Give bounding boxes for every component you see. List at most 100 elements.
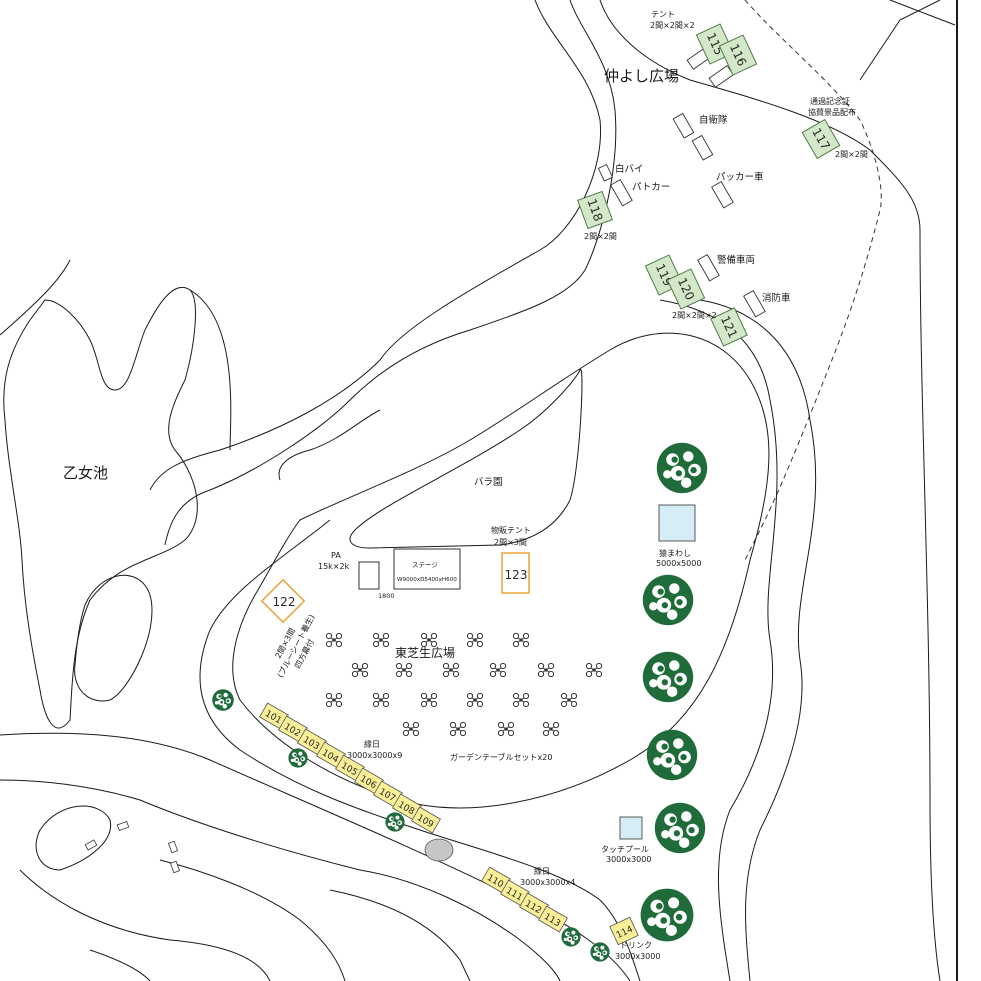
garden-tables-label: ガーデンテーブルセットx20 xyxy=(450,752,552,762)
rock-icon xyxy=(424,838,454,862)
booth-123[interactable]: 123 xyxy=(501,552,530,594)
stage-label: ステージ xyxy=(412,561,438,569)
tree-icon xyxy=(640,888,694,942)
booth-105[interactable]: 105 xyxy=(335,754,365,782)
fair-booths-row-1: 101 102 103 104 105 106 107 108 xyxy=(259,702,441,834)
booth-101[interactable]: 101 xyxy=(259,702,289,730)
booth-113[interactable]: 113 xyxy=(538,905,568,933)
garden-table-icon xyxy=(466,632,484,648)
small-marker xyxy=(169,860,181,874)
fair-size-2: 3000x3000x4 xyxy=(520,878,575,887)
garden-table-icon xyxy=(512,632,530,648)
patrol-car-label: パトカー xyxy=(632,182,670,193)
pa-spec: 15k×2k xyxy=(318,562,350,571)
small-marker xyxy=(167,840,179,854)
garden-table-icon xyxy=(537,662,555,678)
booth-107[interactable]: 107 xyxy=(373,780,403,808)
garden-table-icon xyxy=(395,662,413,678)
stage-spec: W9000xD5400xH600 xyxy=(397,577,457,583)
booth-106[interactable]: 106 xyxy=(354,767,384,795)
booth-120[interactable]: 120 xyxy=(666,268,706,310)
booth-108[interactable]: 108 xyxy=(392,793,422,821)
booth-number: 123 xyxy=(505,568,528,582)
tree-icon xyxy=(212,689,234,711)
garden-table-icon xyxy=(449,721,467,737)
tree-icon xyxy=(656,442,708,494)
toshiba-lawn-label: 東芝生広場 xyxy=(395,645,455,660)
stage-depth: 1800 xyxy=(378,592,395,600)
booth-118[interactable]: 118 xyxy=(577,190,613,230)
booth-122[interactable] xyxy=(260,578,306,624)
garden-table-icon xyxy=(420,692,438,708)
fair-size-1: 3000x3000x9 xyxy=(347,751,402,760)
booth-118-size: 2間×2間 xyxy=(584,232,617,241)
vehicles xyxy=(597,46,766,318)
tree-icon xyxy=(642,574,694,626)
tree-icon xyxy=(642,651,694,703)
booth-121[interactable]: 121 xyxy=(710,307,748,347)
pond-label: 乙女池 xyxy=(63,464,108,482)
tree-icon xyxy=(288,748,308,768)
fair-booths-row-2: 110 111 112 113 xyxy=(481,866,568,933)
small-marker xyxy=(84,839,98,851)
booth-114[interactable]: 114 xyxy=(609,916,639,946)
fire-engine-label: 消防車 xyxy=(762,292,791,304)
tent-size-label: 2間×2間×2 xyxy=(650,21,695,30)
garden-table-icon xyxy=(402,721,420,737)
drink-label: ドリンク xyxy=(620,941,652,950)
garden-table-icon xyxy=(497,721,515,737)
fair-label-1: 縁日 xyxy=(364,739,380,749)
touch-pool-size: 3000x3000 xyxy=(606,855,651,864)
monkey-show-label: 猿まわし xyxy=(659,548,691,558)
tree-icon xyxy=(646,729,698,781)
pa-box xyxy=(358,561,380,590)
packer-truck-label: パッカー車 xyxy=(716,171,764,183)
booth-117-size: 2間×2間 xyxy=(835,150,868,159)
garden-table-icon xyxy=(512,692,530,708)
booth-110[interactable]: 110 xyxy=(481,866,511,894)
monkey-show-size: 5000x5000 xyxy=(656,559,701,568)
booth-117[interactable]: 117 xyxy=(801,118,841,160)
pa-label: PA xyxy=(331,551,341,560)
garden-table-icon xyxy=(351,662,369,678)
booth-116[interactable]: 116 xyxy=(718,34,758,76)
sales-tent-size: 2間×3間 xyxy=(494,538,527,547)
booth-102[interactable]: 102 xyxy=(278,715,308,743)
garden-table-icon xyxy=(420,632,438,648)
tree-icon xyxy=(654,802,706,854)
garden-table-icon xyxy=(442,662,460,678)
self-defense-label: 自衛隊 xyxy=(699,114,728,126)
garden-table-icon xyxy=(489,662,507,678)
garden-table-icon xyxy=(560,692,578,708)
nakayoshi-plaza-label: 仲よし広場 xyxy=(604,67,679,85)
booth-103[interactable]: 103 xyxy=(297,728,327,756)
shirobai-label: 白バイ xyxy=(615,163,644,175)
tree-icon xyxy=(385,812,405,832)
sales-tent-label: 物販テント xyxy=(491,525,531,535)
tree-icon xyxy=(590,942,610,962)
booth-112[interactable]: 112 xyxy=(519,892,549,920)
booth-109[interactable]: 109 xyxy=(411,806,441,834)
path-network xyxy=(0,0,956,981)
commemorative-label-2: 協賛景品配布 xyxy=(808,107,856,117)
tent-label: テント xyxy=(651,10,675,19)
garden-table-icon xyxy=(372,632,390,648)
touch-pool-area[interactable] xyxy=(619,816,643,840)
garden-table-icon xyxy=(372,692,390,708)
drink-size: 3000x3000 xyxy=(615,952,660,961)
garden-table-icon xyxy=(325,632,343,648)
stage[interactable] xyxy=(393,548,461,590)
garden-table-icon xyxy=(466,692,484,708)
garden-table-icon xyxy=(585,662,603,678)
tree-icon xyxy=(561,927,581,947)
garden-table-icon xyxy=(542,721,560,737)
garden-table-icon xyxy=(325,692,343,708)
security-vehicle-label: 警備車両 xyxy=(717,254,755,266)
monkey-show-area[interactable] xyxy=(658,504,696,542)
fair-label-2: 縁日 xyxy=(534,866,550,876)
small-marker xyxy=(116,820,130,832)
rose-garden-label: バラ園 xyxy=(474,477,503,488)
booth-number: 122 xyxy=(273,595,296,609)
booth-119-121-size: 2間×2間×2 xyxy=(672,311,717,320)
